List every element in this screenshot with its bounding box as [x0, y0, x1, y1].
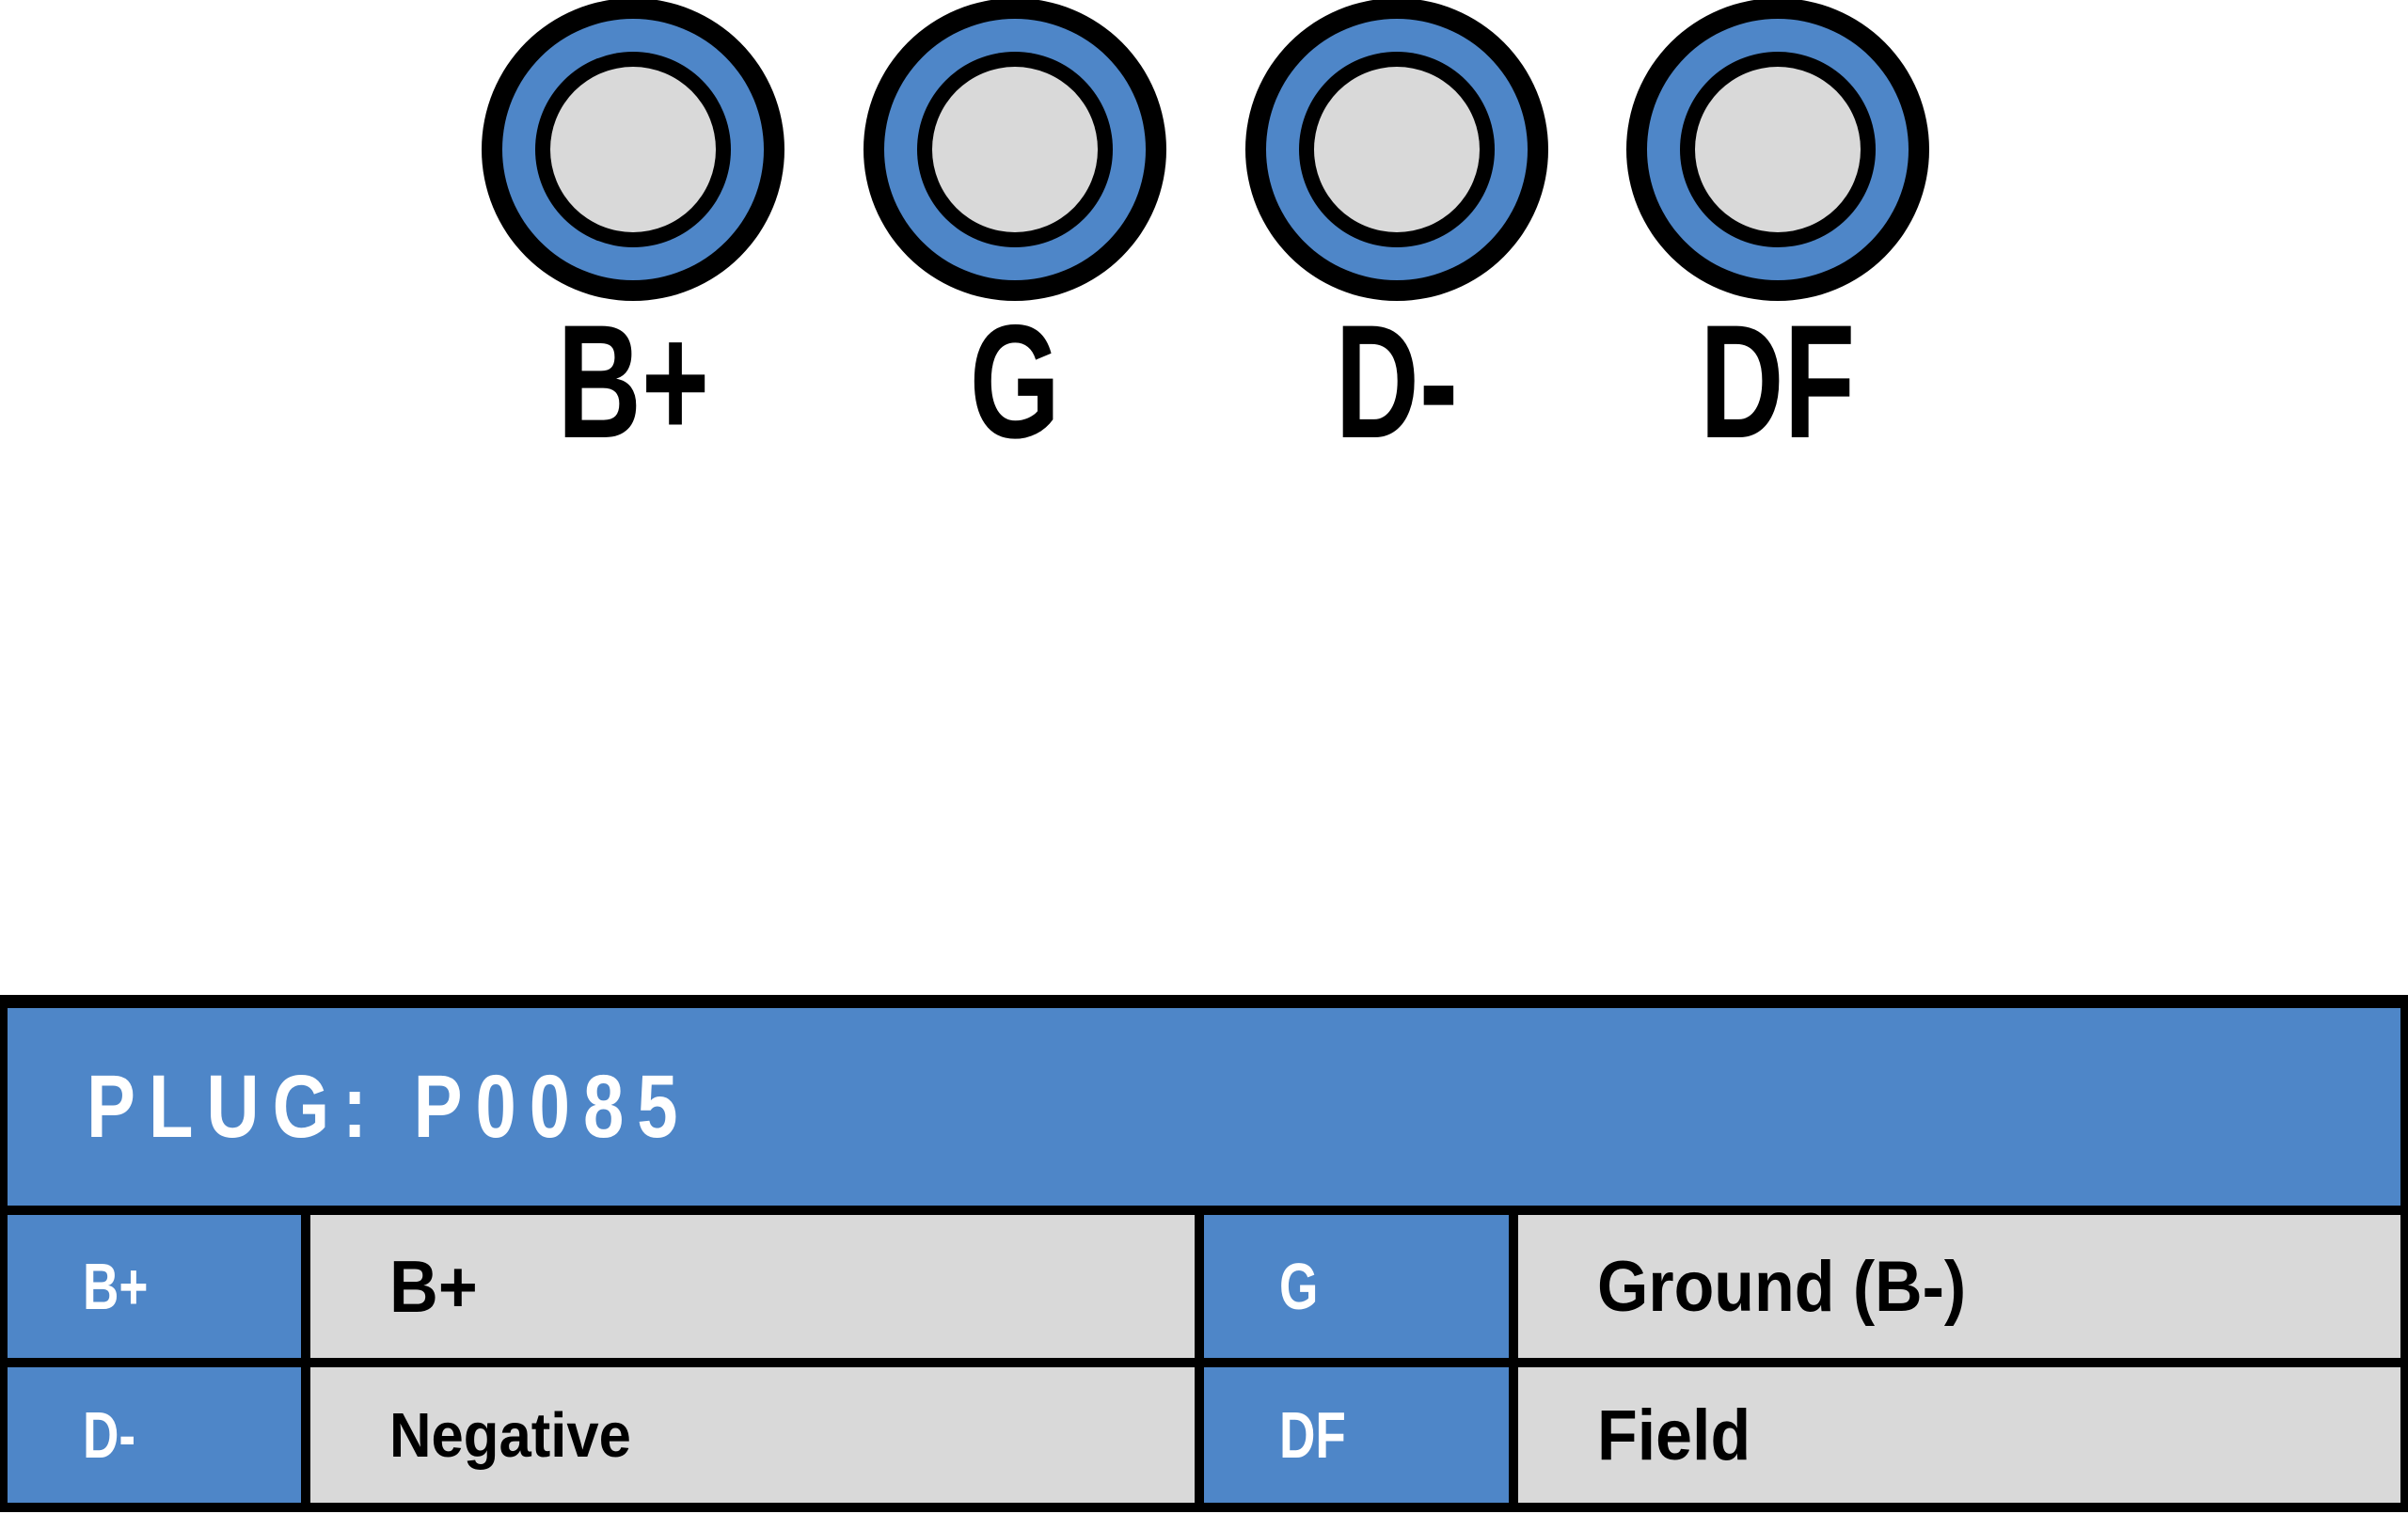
- pin-outer-ring: [1626, 0, 1929, 301]
- pin-key-text: D-: [83, 1398, 136, 1472]
- pin-label-text: D-: [1335, 292, 1459, 472]
- pin-inner-ring: [1680, 52, 1876, 247]
- plug-legend-table: PLUG: P0085 B+ B+ G Ground (B-) D- Negat…: [0, 995, 2408, 1512]
- pin-terminal-g: G: [863, 0, 1166, 463]
- pin-label-text: B+: [557, 292, 709, 472]
- pin-desc-cell-df: Field: [1518, 1367, 2400, 1503]
- pin-key-text: DF: [1279, 1398, 1347, 1472]
- pin-desc-cell-b-plus: B+: [309, 1215, 1196, 1358]
- pin-desc-text: Ground (B-): [1597, 1246, 1967, 1327]
- pin-key-cell-b-plus: B+: [8, 1215, 301, 1358]
- pin-inner-ring: [1299, 52, 1495, 247]
- plug-table-title: PLUG: P0085: [87, 1056, 691, 1157]
- pin-terminal-df: DF: [1626, 0, 1929, 463]
- pin-blue-ring: [502, 19, 764, 280]
- pin-core: [1695, 67, 1861, 232]
- pin-label-b-plus: B+: [482, 301, 784, 463]
- pin-blue-ring: [1266, 19, 1528, 280]
- pin-key-cell-d-minus: D-: [8, 1367, 301, 1503]
- pin-label-d-minus: D-: [1245, 301, 1548, 463]
- pin-core: [932, 67, 1098, 232]
- pin-blue-ring: [884, 19, 1146, 280]
- pin-blue-ring: [1647, 19, 1909, 280]
- pin-desc-text: Negative: [388, 1399, 631, 1471]
- pin-terminal-d-minus: D-: [1245, 0, 1548, 463]
- pin-label-text: DF: [1700, 292, 1856, 472]
- pin-terminal-b-plus: B+: [482, 0, 784, 463]
- pin-desc-cell-g: Ground (B-): [1518, 1215, 2400, 1358]
- pin-label-text: G: [969, 292, 1061, 472]
- plug-table-title-cell: PLUG: P0085: [8, 1008, 2400, 1206]
- pin-outer-ring: [863, 0, 1166, 301]
- pin-core: [550, 67, 716, 232]
- pin-core: [1314, 67, 1480, 232]
- pin-key-cell-g: G: [1204, 1215, 1510, 1358]
- pin-label-df: DF: [1626, 301, 1929, 463]
- pin-key-text: B+: [83, 1250, 149, 1323]
- pin-label-g: G: [863, 301, 1166, 463]
- pin-desc-text: Field: [1597, 1395, 1751, 1475]
- pin-outer-ring: [482, 0, 784, 301]
- pin-key-cell-df: DF: [1204, 1367, 1510, 1503]
- pin-outer-ring: [1245, 0, 1548, 301]
- pin-desc-text: B+: [388, 1244, 478, 1328]
- pin-key-text: G: [1279, 1250, 1319, 1323]
- pin-desc-cell-d-minus: Negative: [309, 1367, 1196, 1503]
- pin-inner-ring: [535, 52, 731, 247]
- pin-inner-ring: [917, 52, 1113, 247]
